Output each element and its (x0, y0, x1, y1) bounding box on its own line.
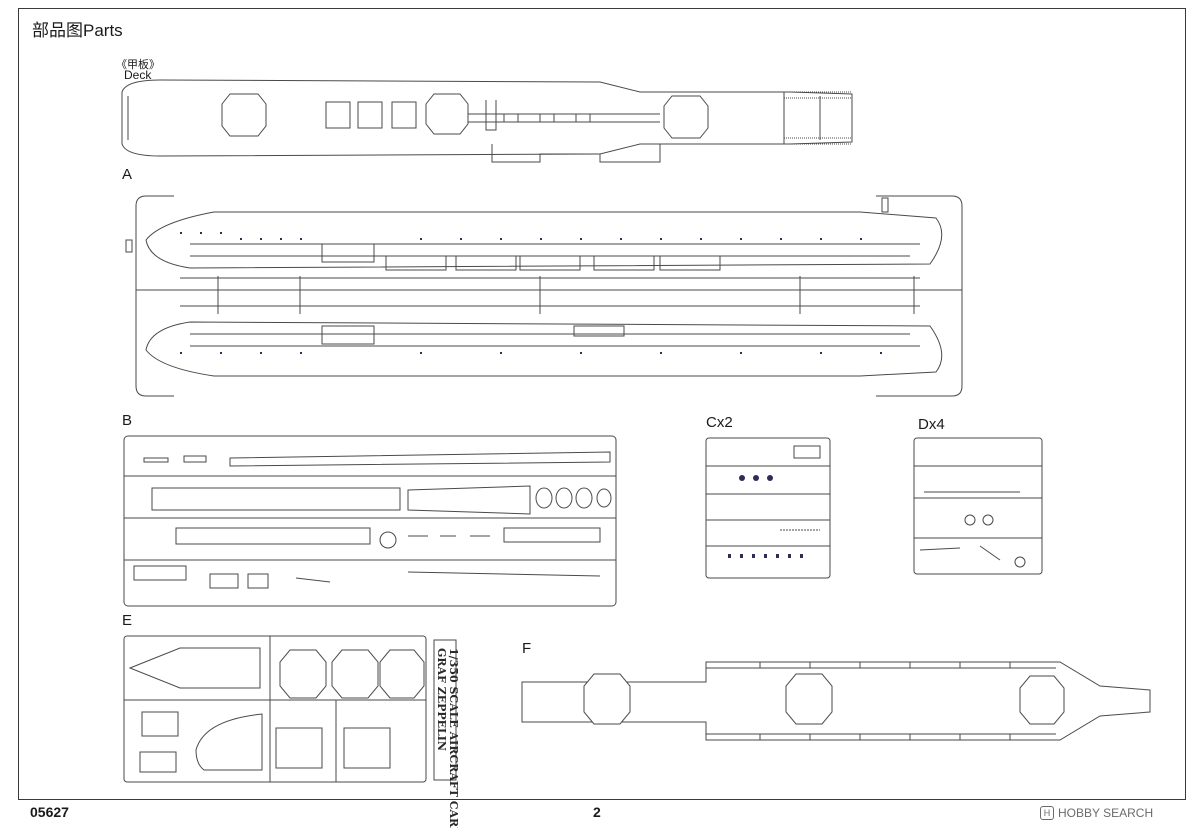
sprue-a-label: A (122, 166, 133, 183)
deck-label-cn: 《甲板》 (116, 59, 160, 71)
hobby-search-logo-icon: H (1040, 806, 1054, 820)
sprue-e: 1/350 SCALE AIRCRAFT CARRIER GRAF ZEPPEL… (123, 635, 460, 828)
sprue-f-label: F (522, 640, 532, 657)
sprue-d-label: Dx4 (918, 416, 945, 433)
deck-part (121, 79, 853, 163)
page-number: 2 (593, 804, 601, 820)
page-frame (18, 8, 1186, 800)
sprue-c-label: Cx2 (706, 414, 733, 431)
sprue-e-label: E (122, 612, 133, 629)
part-f (521, 661, 1151, 741)
sprue-d (913, 437, 1043, 575)
stamp-line2: GRAF ZEPPELIN (435, 648, 448, 751)
page-title: 部品图Parts (32, 21, 123, 40)
watermark-text: HOBBY SEARCH (1058, 806, 1154, 820)
watermark: H HOBBY SEARCH (1040, 806, 1153, 820)
sprue-a (125, 195, 963, 397)
sprue-c (705, 437, 831, 579)
deck-label-en: Deck (124, 68, 152, 82)
sprue-b (123, 435, 617, 607)
sprue-b-label: B (122, 412, 133, 429)
product-code: 05627 (30, 804, 69, 820)
stamp-line1: 1/350 SCALE AIRCRAFT CARRIER (447, 648, 460, 828)
